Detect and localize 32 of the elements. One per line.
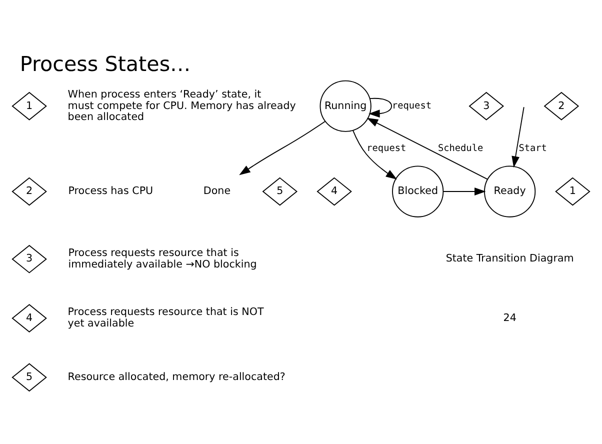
node-diamond: 3 bbox=[12, 244, 47, 273]
edge-label: Schedule bbox=[438, 142, 484, 154]
node-diamond: 2 bbox=[544, 91, 580, 120]
edge-label: Start bbox=[518, 142, 547, 154]
node-diamond: 5 bbox=[262, 176, 298, 206]
node-circle: Running bbox=[320, 80, 372, 132]
node-label: Process has CPU bbox=[68, 184, 154, 197]
node-diamond: 4 bbox=[316, 176, 352, 206]
node-circle: Blocked bbox=[392, 165, 444, 217]
node-text: Done bbox=[203, 184, 231, 197]
node-label: Process requests resource that is immediately available →NO blocking bbox=[68, 246, 257, 270]
node-circle: Ready bbox=[484, 165, 536, 217]
node-diamond: 3 bbox=[468, 91, 504, 120]
arrow bbox=[239, 120, 326, 175]
diagram-title: Process States… bbox=[20, 52, 191, 76]
arrow bbox=[442, 187, 486, 195]
edge-label: request bbox=[392, 100, 432, 111]
node-diamond: 2 bbox=[12, 176, 47, 206]
node-diamond: 1 bbox=[555, 176, 590, 206]
node-label: Resource allocated, memory re-allocated? bbox=[68, 370, 286, 382]
node-label: When process enters ‘Ready’ state, it must compete for CPU. Memory has already been allocated bbox=[68, 88, 296, 123]
arrow bbox=[368, 97, 392, 118]
arrow bbox=[352, 129, 398, 180]
node-diamond: 4 bbox=[12, 304, 47, 332]
label: State Transition Diagram bbox=[446, 252, 574, 264]
node-diamond: 1 bbox=[12, 91, 47, 120]
node-label: Process requests resource that is NOT yet available bbox=[68, 306, 264, 329]
arrow bbox=[512, 106, 524, 168]
arrow bbox=[366, 117, 488, 180]
node-diamond: 5 bbox=[12, 362, 47, 392]
label: 24 bbox=[503, 311, 516, 324]
edge-label: request bbox=[366, 142, 406, 154]
